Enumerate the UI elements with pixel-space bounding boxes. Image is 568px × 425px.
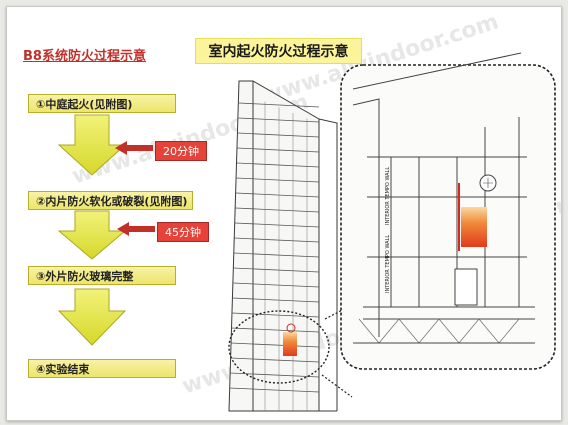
floor-line <box>236 162 320 168</box>
step-2: ②内片防火软化或破裂(见附图) <box>28 191 193 210</box>
floor-line <box>230 357 320 363</box>
floor-line <box>232 282 320 288</box>
detail-label: INTERIOR TEMPO WALL <box>385 235 391 293</box>
floor-line <box>234 222 320 228</box>
floor-line <box>237 132 320 138</box>
floor-line <box>235 192 320 198</box>
floor-line <box>229 387 320 393</box>
callout-outline <box>228 310 330 384</box>
floor-line <box>229 372 320 378</box>
down-arrow-icon <box>57 288 127 346</box>
fire-location-icon <box>283 332 297 356</box>
duration-20min: 20分钟 <box>155 141 207 161</box>
duration-45min: 45分钟 <box>157 222 209 242</box>
floor-line <box>233 267 320 273</box>
down-arrow-icon <box>57 210 127 260</box>
fire-icon <box>461 207 487 247</box>
floor-line <box>231 327 320 333</box>
floor-line <box>233 252 320 258</box>
diagram-svg: INTERIOR TEMPO WALL INTERIOR TEMPO WALL <box>57 52 556 412</box>
floor-line <box>230 342 320 348</box>
door-icon <box>454 268 478 306</box>
left-arrow-icon <box>115 141 153 155</box>
floor-lines <box>229 102 320 393</box>
floor-line <box>237 147 320 153</box>
slide: www.alwindoor.com www.alwindoor.com www.… <box>6 6 562 421</box>
floor-line <box>235 207 320 213</box>
floor-line <box>236 177 320 183</box>
down-arrow-icon <box>57 114 127 176</box>
step-4: ④实验结束 <box>28 359 176 378</box>
detail-view-outline <box>340 64 556 370</box>
floor-line <box>234 237 320 243</box>
floor-line <box>232 297 320 303</box>
marker-icon <box>286 323 296 333</box>
main-title: 室内起火防火过程示意 <box>195 38 362 64</box>
floor-line <box>238 102 320 108</box>
left-arrow-icon <box>117 222 155 236</box>
top-title: B8系统防火过程示意 <box>23 49 146 64</box>
step-1: ①中庭起火(见附图) <box>28 94 176 113</box>
building-tower <box>228 80 338 412</box>
step-3: ③外片防火玻璃完整 <box>28 266 176 285</box>
mullion-lines <box>264 101 308 411</box>
detail-label: INTERIOR TEMPO WALL <box>385 167 391 225</box>
